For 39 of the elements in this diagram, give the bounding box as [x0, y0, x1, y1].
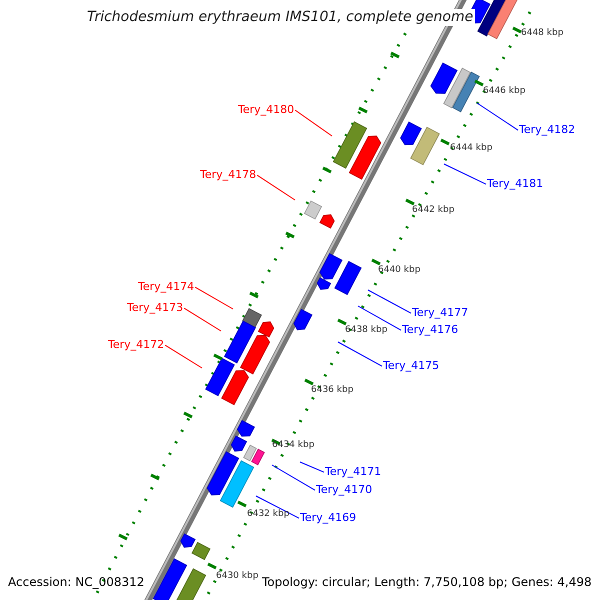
- leader-line: [184, 308, 222, 332]
- leader-line: [272, 464, 316, 491]
- gene-label: Tery_4170: [316, 483, 372, 496]
- scale-label: 6442 kbp: [412, 205, 454, 216]
- scale-label: 6430 kbp: [216, 571, 258, 582]
- gene-label: Tery_4178: [200, 168, 256, 181]
- scale-label: 6444 kbp: [450, 143, 492, 154]
- gene-label: Tery_4173: [127, 301, 184, 314]
- gene-label: Tery_4176: [402, 323, 458, 336]
- gene-label: Tery_4174: [138, 280, 194, 293]
- gene-label: Tery_4171: [325, 465, 382, 478]
- gene-label: Tery_4180: [238, 103, 294, 116]
- leader-line: [164, 344, 202, 368]
- gene-label: Tery_4181: [487, 177, 544, 190]
- genome-info-text: Topology: circular; Length: 7,750,108 bp; Genes: 4,498: [262, 575, 592, 590]
- gene-label: Tery_4177: [412, 306, 468, 319]
- gene-label: Tery_4169: [300, 511, 356, 524]
- scale-label: 6440 kbp: [378, 265, 420, 276]
- scale-label: 6438 kbp: [345, 325, 388, 336]
- gene-label: Tery_4175: [383, 359, 440, 372]
- leader-line: [194, 286, 234, 310]
- title: Trichodesmium erythraeum IMS101, complete genome: [85, 9, 476, 26]
- leader-line: [300, 462, 324, 473]
- leader-line: [476, 102, 518, 131]
- leader-line: [444, 164, 486, 185]
- leader-line: [358, 306, 402, 331]
- scale-label: 6434 kbp: [272, 440, 314, 451]
- leader-line: [368, 290, 412, 314]
- leader-line: [256, 174, 296, 200]
- leader-line: [338, 342, 382, 367]
- genome-info-text: Accession: NC_008312: [8, 575, 144, 590]
- scale-label: 6432 kbp: [247, 509, 290, 520]
- leader-line: [294, 110, 332, 136]
- scale-label: 6448 kbp: [521, 28, 564, 39]
- gene-label: Tery_4172: [108, 338, 164, 351]
- scale-label: 6446 kbp: [483, 86, 526, 97]
- gene-label: Tery_4182: [519, 123, 576, 136]
- leader-line: [256, 496, 300, 519]
- scale-label: 6436 kbp: [311, 385, 354, 396]
